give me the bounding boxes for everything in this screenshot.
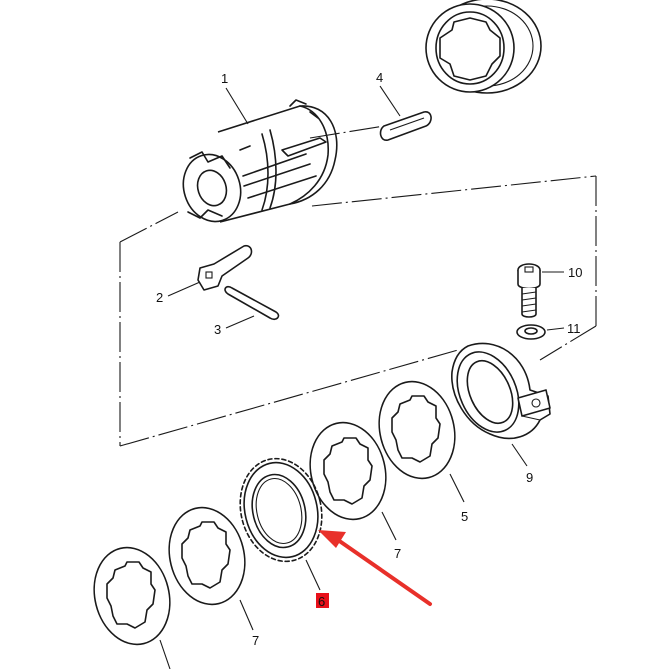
part-6-toothed-disc xyxy=(239,457,323,563)
leader-7-lower xyxy=(239,599,254,631)
centerline-key xyxy=(309,125,385,139)
part-2-latch xyxy=(197,244,253,291)
part-3-pin xyxy=(224,285,280,321)
label-3: 3 xyxy=(214,322,221,337)
label-7-upper: 7 xyxy=(394,546,401,561)
leader-11 xyxy=(546,327,565,331)
part-11-washer xyxy=(516,324,546,340)
label-6: 6 xyxy=(318,594,325,609)
leader-7-upper xyxy=(381,511,397,541)
label-9: 9 xyxy=(526,470,533,485)
leader-4 xyxy=(379,85,401,117)
label-10: 10 xyxy=(568,265,582,280)
label-11: 11 xyxy=(567,321,581,336)
coupling-sleeve xyxy=(425,0,542,94)
label-7-lower: 7 xyxy=(252,633,259,648)
leader-9 xyxy=(511,443,528,467)
part-1-splined-sleeve xyxy=(182,99,338,223)
highlight-arrow xyxy=(318,530,432,606)
leader-2 xyxy=(167,281,201,297)
part-7-clutch-plate-upper xyxy=(309,421,387,521)
part-9-clamp xyxy=(451,342,551,440)
leader-5 xyxy=(449,473,465,503)
label-5: 5 xyxy=(461,509,468,524)
assembly-boundary xyxy=(119,175,597,447)
part-7-clutch-plate-lower xyxy=(168,506,246,606)
label-4: 4 xyxy=(376,70,383,85)
part-10-cap-screw xyxy=(517,263,541,318)
leader-1 xyxy=(225,87,249,125)
part-4-key xyxy=(379,111,432,141)
label-2: 2 xyxy=(156,290,163,305)
leader-3 xyxy=(225,315,255,329)
leader-bottom xyxy=(159,639,171,669)
highlight-marker xyxy=(316,593,329,608)
label-1: 1 xyxy=(221,71,228,86)
leader-6 xyxy=(305,559,321,591)
part-5-clutch-plate xyxy=(378,380,456,480)
clutch-plate-bottom xyxy=(93,546,171,646)
